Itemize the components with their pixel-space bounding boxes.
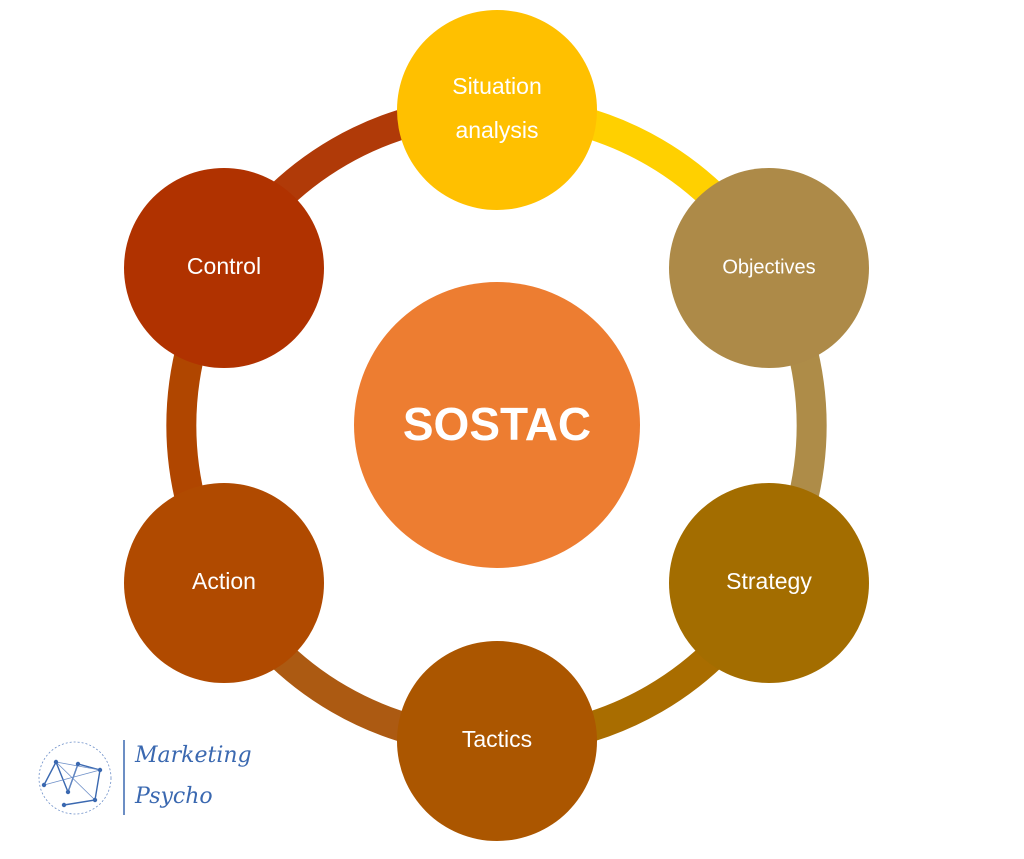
node-control-label: Control — [187, 253, 261, 279]
node-action-circle — [124, 483, 324, 683]
node-objectives-circle — [669, 168, 869, 368]
node-strategy-label: Strategy — [726, 568, 812, 594]
node-tactics-label: Tactics — [462, 726, 532, 752]
node-tactics: Tactics — [397, 641, 597, 841]
node-strategy-circle — [669, 483, 869, 683]
node-objectives-label: Objectives — [722, 256, 815, 278]
logo-text-marketing: Marketing — [134, 743, 252, 768]
center-circle — [354, 282, 640, 568]
node-strategy: Strategy — [669, 483, 869, 683]
logo-text-psycho: Psycho — [134, 784, 213, 809]
node-tactics-circle — [397, 641, 597, 841]
node-situation-analysis-circle — [397, 10, 597, 210]
node-action-label: Action — [192, 568, 256, 594]
center-label: SOSTAC — [403, 398, 591, 450]
cycle-nodes: Situation analysisObjectivesStrategyTacti… — [124, 10, 869, 841]
node-control: Control — [124, 168, 324, 368]
node-situation-analysis-label: Situation — [452, 73, 542, 99]
node-objectives: Objectives — [669, 168, 869, 368]
node-control-circle — [124, 168, 324, 368]
logo-mark-icon — [38, 741, 112, 815]
node-action: Action — [124, 483, 324, 683]
marketing-psycho-logo: Marketing Psycho — [38, 740, 252, 815]
center-hub: SOSTAC — [354, 282, 640, 568]
node-situation-analysis-label: analysis — [455, 117, 538, 143]
node-situation-analysis: Situation analysis — [397, 10, 597, 210]
